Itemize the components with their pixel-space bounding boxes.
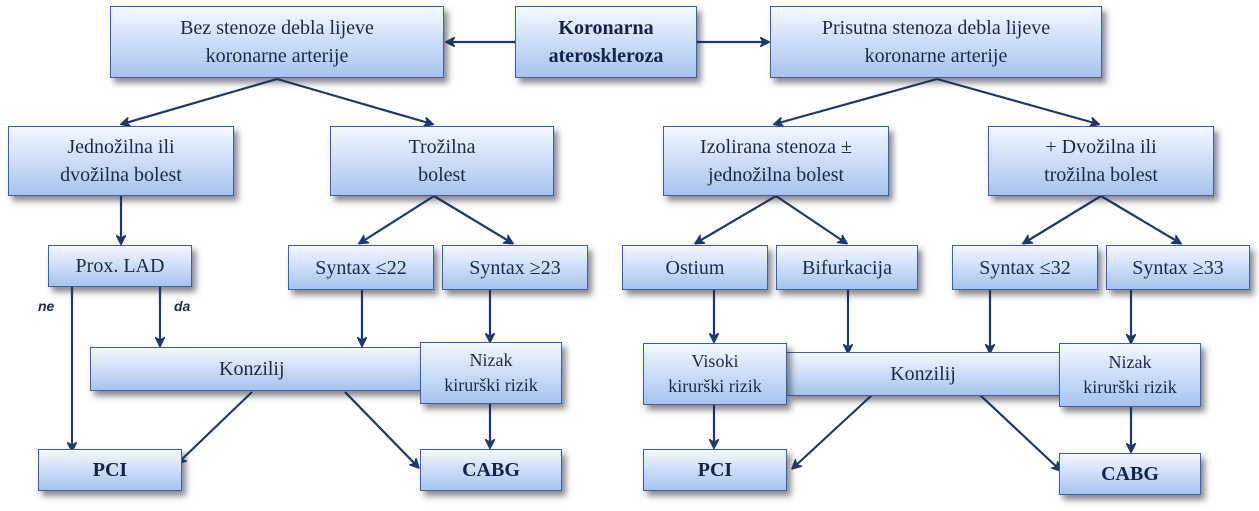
node-prisutna-stenoza: Prisutna stenoza debla lijeve koronarne …	[770, 6, 1102, 78]
arrow-noLM-single	[122, 77, 278, 124]
node-pci-right: PCI	[643, 449, 787, 491]
node-syntax-ge33: Syntax ≥33	[1106, 245, 1250, 290]
arrow-LM-plus	[936, 77, 1098, 124]
node-visoki-kirurski-rizik: Visoki kirurški rizik	[643, 343, 787, 405]
edge-label-da: da	[174, 298, 191, 314]
node-cabg-right: CABG	[1059, 453, 1201, 495]
node-prox-lad: Prox. LAD	[48, 245, 192, 287]
node-plus-dvozilna-trozilna: + Dvožilna ili trožilna bolest	[988, 126, 1214, 196]
node-syntax-le32: Syntax ≤32	[952, 245, 1098, 290]
node-trozilna: Trožilna bolest	[330, 126, 554, 196]
arrow-isolated-bifurk	[775, 195, 846, 243]
arrow-isolated-ostium	[696, 195, 777, 243]
arrow-plus-s33	[1100, 195, 1180, 243]
node-bez-stenoze: Bez stenoze debla lijeve koronarne arter…	[110, 6, 444, 78]
node-konzilij-left: Konzilij	[90, 347, 424, 391]
node-konzilij-right: Konzilij	[786, 352, 1060, 396]
node-izolirana-stenoza: Izolirana stenoza ± jednožilna bolest	[663, 126, 889, 196]
arrow-LM-isolated	[775, 77, 938, 124]
node-koronarna-ateroskleroza: Koronarna ateroskleroza	[515, 6, 697, 78]
node-pci-left: PCI	[38, 449, 182, 491]
node-syntax-le22: Syntax ≤22	[288, 245, 434, 290]
node-ostium: Ostium	[622, 245, 768, 290]
arrow-plus-s32	[1024, 195, 1102, 243]
node-nizak-kirurski-rizik-right: Nizak kirurški rizik	[1059, 343, 1201, 407]
arrow-konzilij-cabg-right	[979, 394, 1060, 470]
node-nizak-kirurski-rizik-left: Nizak kirurški rizik	[420, 342, 562, 404]
node-jednozilna-dvozilna: Jednožilna ili dvožilna bolest	[8, 126, 234, 196]
edge-label-ne: ne	[38, 298, 55, 314]
node-syntax-ge23: Syntax ≥23	[442, 245, 588, 290]
arrow-konzilij-pci-right	[793, 394, 873, 468]
node-cabg-left: CABG	[420, 449, 562, 491]
arrow-konzilij-pci	[178, 391, 253, 463]
node-bifurkacija: Bifurkacija	[776, 245, 918, 290]
arrow-triple-s23	[433, 195, 512, 243]
arrow-triple-s22	[360, 195, 435, 243]
arrow-konzilij-cabg	[344, 391, 418, 467]
arrow-noLM-triple	[276, 77, 432, 124]
